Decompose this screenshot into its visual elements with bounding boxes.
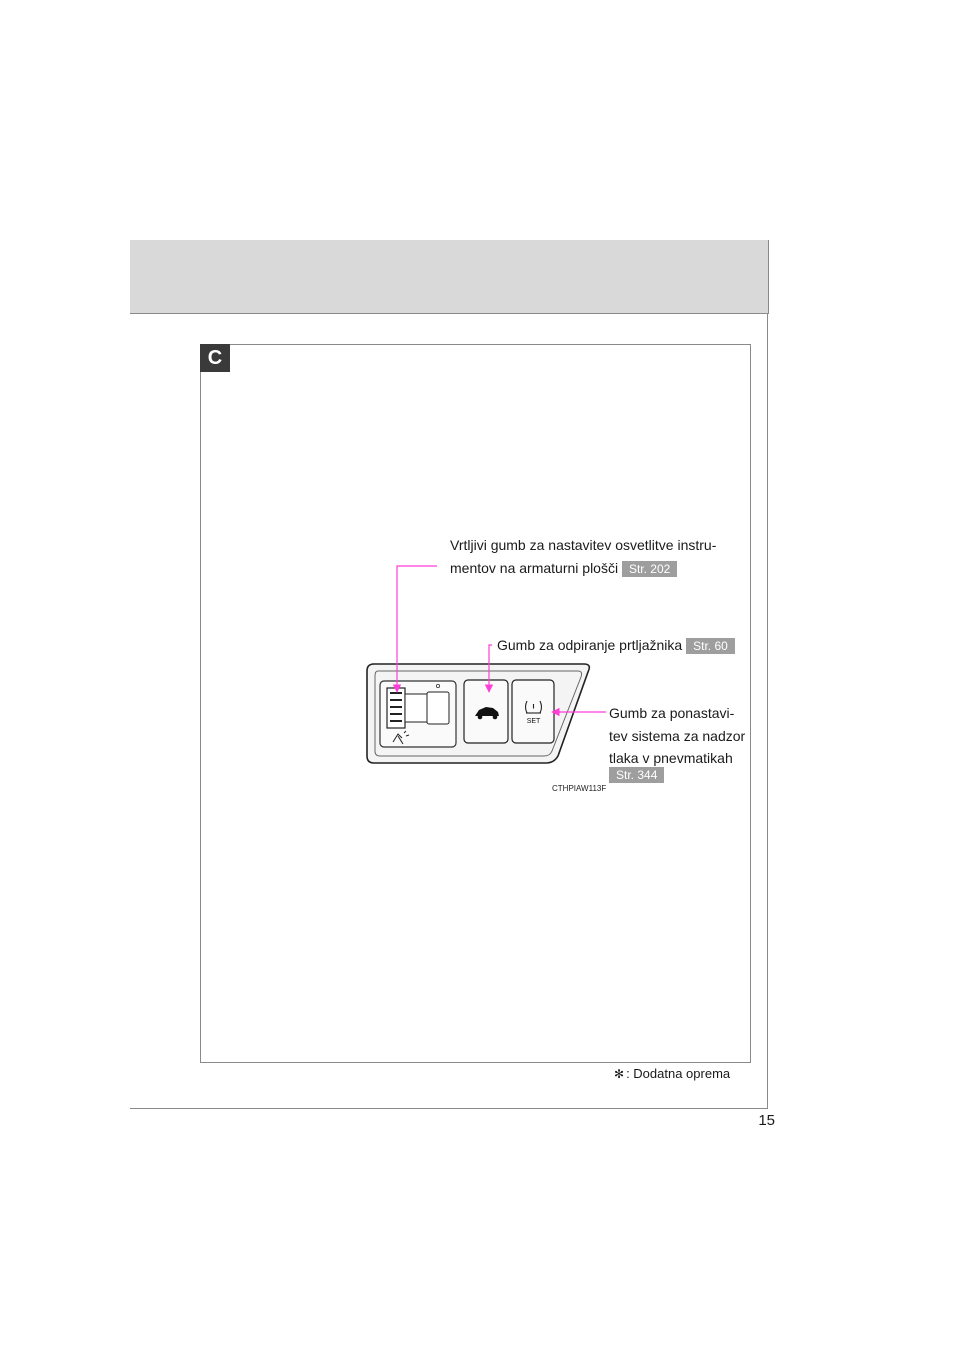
page-right-rule (767, 313, 768, 1109)
trunk-callout-text: Gumb za odpiranje prtljažnika (497, 637, 683, 653)
footnote: ✻: Dodatna oprema (614, 1066, 730, 1081)
dimmer-callout-line1: Vrtljivi gumb za nastavitev osvetlitve i… (450, 537, 717, 553)
trunk-page-ref[interactable]: Str. 60 (686, 638, 735, 655)
dimmer-callout-line2: mentov na armaturni plošči Str. 202 (450, 556, 678, 580)
asterisk-icon: ✻ (614, 1067, 625, 1081)
trunk-callout: Gumb za odpiranje prtljažnika Str. 60 (497, 633, 735, 657)
header-band (130, 240, 769, 314)
page-bottom-rule (130, 1108, 768, 1109)
tpms-page-ref[interactable]: Str. 344 (609, 767, 665, 783)
dimmer-callout-text: mentov na armaturni plošči (450, 560, 619, 576)
figure-code: CTHPIAW113F (552, 784, 607, 793)
footnote-text: : Dodatna oprema (626, 1066, 731, 1081)
tpms-callout-line1: Gumb za ponastavi- (609, 705, 735, 721)
page-number: 15 (758, 1112, 775, 1129)
tpms-callout-line3: tlaka v pnevmatikah (609, 750, 733, 766)
tpms-callout-line2: tev sistema za nadzor (609, 728, 746, 744)
section-letter: C (200, 344, 230, 372)
dimmer-page-ref[interactable]: Str. 202 (621, 561, 678, 578)
